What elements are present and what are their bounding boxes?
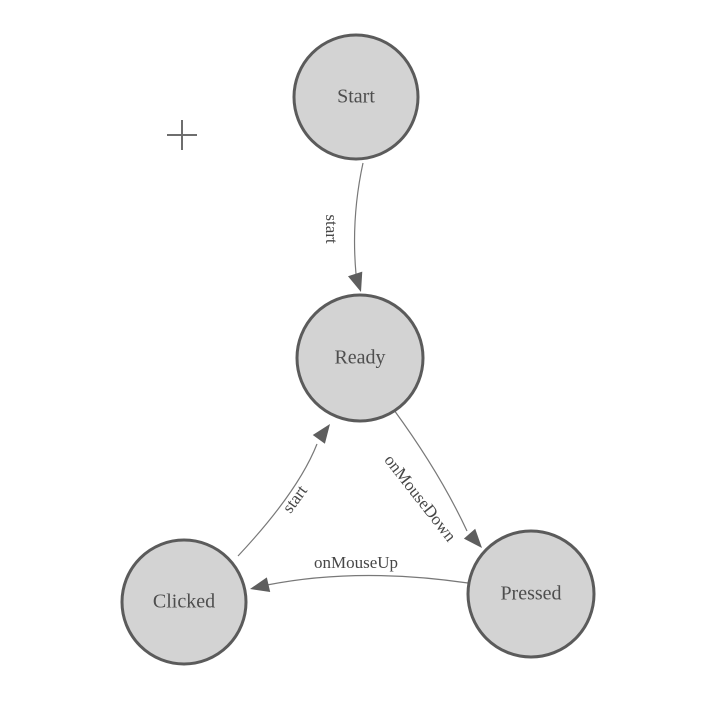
transition-line[interactable] [393, 409, 468, 532]
state-node-pressed[interactable]: Pressed [466, 529, 596, 659]
transition-label: onMouseDown [380, 451, 460, 546]
state-circle[interactable] [466, 529, 596, 659]
transition-ready-to-pressed[interactable]: onMouseDown [380, 409, 482, 548]
transition-line[interactable] [266, 574, 469, 586]
arrowhead-icon [312, 424, 330, 444]
state-circle[interactable] [292, 33, 420, 161]
arrowhead-icon [250, 577, 271, 593]
arrowhead-icon [347, 271, 363, 292]
cross-layer [167, 120, 197, 150]
transition-label: start [322, 214, 341, 244]
state-node-clicked[interactable]: Clicked [120, 538, 248, 666]
transition-clicked-to-ready[interactable]: start [237, 424, 330, 557]
arrowhead-icon [463, 528, 482, 548]
state-circle[interactable] [295, 293, 425, 423]
transition-label: onMouseUp [314, 553, 398, 572]
transition-line[interactable] [237, 443, 318, 557]
state-circle[interactable] [120, 538, 248, 666]
state-node-ready[interactable]: Ready [295, 293, 425, 423]
plus-cursor-icon [167, 120, 197, 150]
transition-line[interactable] [353, 162, 364, 275]
transition-start-to-ready[interactable]: start [322, 162, 364, 292]
state-node-start[interactable]: Start [292, 33, 420, 161]
transition-pressed-to-clicked[interactable]: onMouseUp [250, 553, 469, 593]
